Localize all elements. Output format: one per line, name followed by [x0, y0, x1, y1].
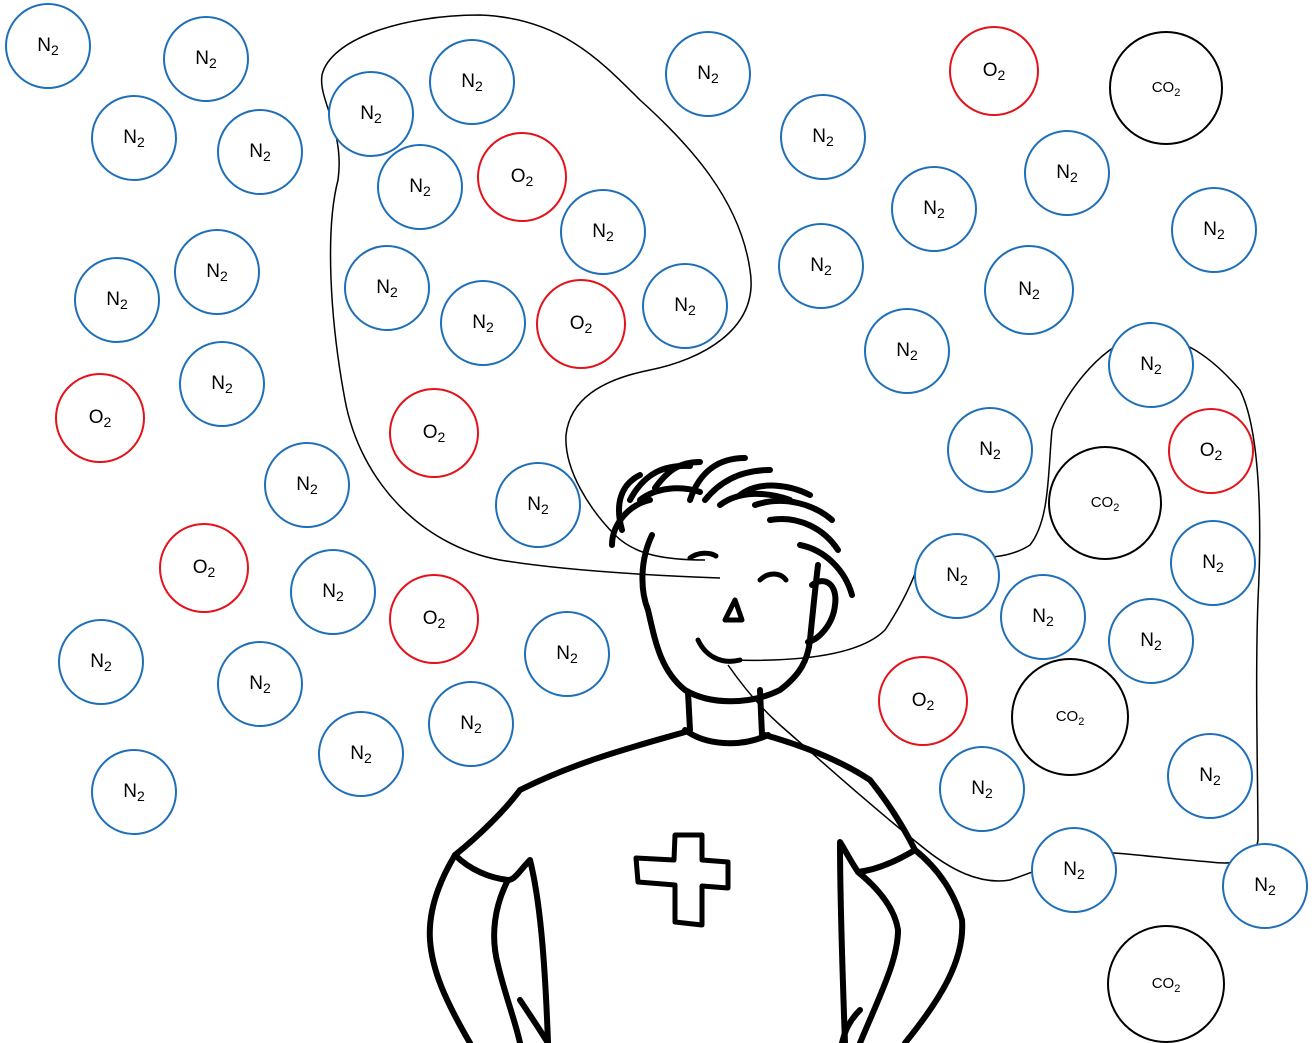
o2-molecule: O2	[390, 575, 478, 663]
n2-molecule: N2	[1001, 575, 1085, 659]
right-arm	[905, 850, 962, 1043]
n2-molecule: N2	[892, 167, 976, 251]
n2-molecule: N2	[345, 246, 429, 330]
n2-molecule: N2	[525, 612, 609, 696]
shirt-right	[765, 735, 915, 1043]
n2-molecule: N2	[291, 550, 375, 634]
n2-molecule: N2	[175, 230, 259, 314]
n2-molecule: N2	[1025, 131, 1109, 215]
co2-molecule: CO2	[1108, 926, 1224, 1042]
n2-molecule: N2	[1223, 844, 1307, 928]
left-eye	[690, 553, 716, 558]
left-arm-inner	[494, 880, 520, 1043]
plus-cross-icon	[636, 835, 728, 925]
n2-molecule: N2	[561, 190, 645, 274]
n2-molecule: N2	[1171, 521, 1255, 605]
o2-molecule: O2	[56, 374, 144, 462]
co2-molecule: CO2	[1012, 659, 1128, 775]
o2-molecule: O2	[1169, 409, 1253, 493]
n2-molecule: N2	[265, 443, 349, 527]
n2-molecule: N2	[430, 40, 514, 124]
right-eye	[760, 574, 786, 580]
collar	[685, 730, 768, 743]
n2-molecule: N2	[218, 642, 302, 726]
o2-molecule: O2	[478, 133, 566, 221]
nose	[725, 600, 742, 620]
o2-molecule: O2	[950, 27, 1038, 115]
shirt	[455, 732, 685, 1043]
n2-molecule: N2	[1168, 734, 1252, 818]
n2-molecule: N2	[378, 145, 462, 229]
n2-molecule: N2	[948, 408, 1032, 492]
n2-molecule: N2	[865, 309, 949, 393]
n2-molecule: N2	[1109, 599, 1193, 683]
n2-molecule: N2	[6, 4, 90, 88]
n2-molecule: N2	[441, 281, 525, 365]
n2-molecule: N2	[781, 95, 865, 179]
n2-molecule: N2	[1032, 828, 1116, 912]
o2-molecule: O2	[390, 389, 478, 477]
right-arm-inner	[858, 872, 898, 1043]
n2-molecule: N2	[329, 72, 413, 156]
n2-molecule: N2	[1109, 323, 1193, 407]
o2-molecule: O2	[879, 657, 967, 745]
o2-molecule: O2	[537, 280, 625, 368]
n2-molecule: N2	[985, 246, 1073, 334]
n2-molecule: N2	[59, 620, 143, 704]
n2-molecule: N2	[643, 264, 727, 348]
co2-molecule: CO2	[1049, 447, 1161, 559]
person-figure	[430, 458, 962, 1043]
n2-molecule: N2	[429, 682, 513, 766]
n2-molecule: N2	[75, 258, 159, 342]
n2-molecule: N2	[92, 96, 176, 180]
n2-molecule: N2	[218, 110, 302, 194]
o2-molecule: O2	[160, 524, 248, 612]
n2-molecule: N2	[940, 747, 1024, 831]
n2-molecule: N2	[915, 534, 999, 618]
left-arm	[430, 855, 470, 1043]
n2-molecule: N2	[319, 712, 403, 796]
n2-molecule: N2	[92, 750, 176, 834]
n2-molecule: N2	[666, 32, 750, 116]
n2-molecule: N2	[164, 17, 248, 101]
n2-molecule: N2	[180, 342, 264, 426]
co2-molecule: CO2	[1110, 32, 1222, 144]
molecules-layer: N2N2N2N2N2N2O2N2N2O2N2N2N2N2N2N2N2N2N2O2…	[6, 4, 1307, 1042]
n2-molecule: N2	[779, 224, 863, 308]
mouth	[698, 640, 740, 661]
n2-molecule: N2	[1172, 188, 1256, 272]
n2-molecule: N2	[496, 463, 580, 547]
